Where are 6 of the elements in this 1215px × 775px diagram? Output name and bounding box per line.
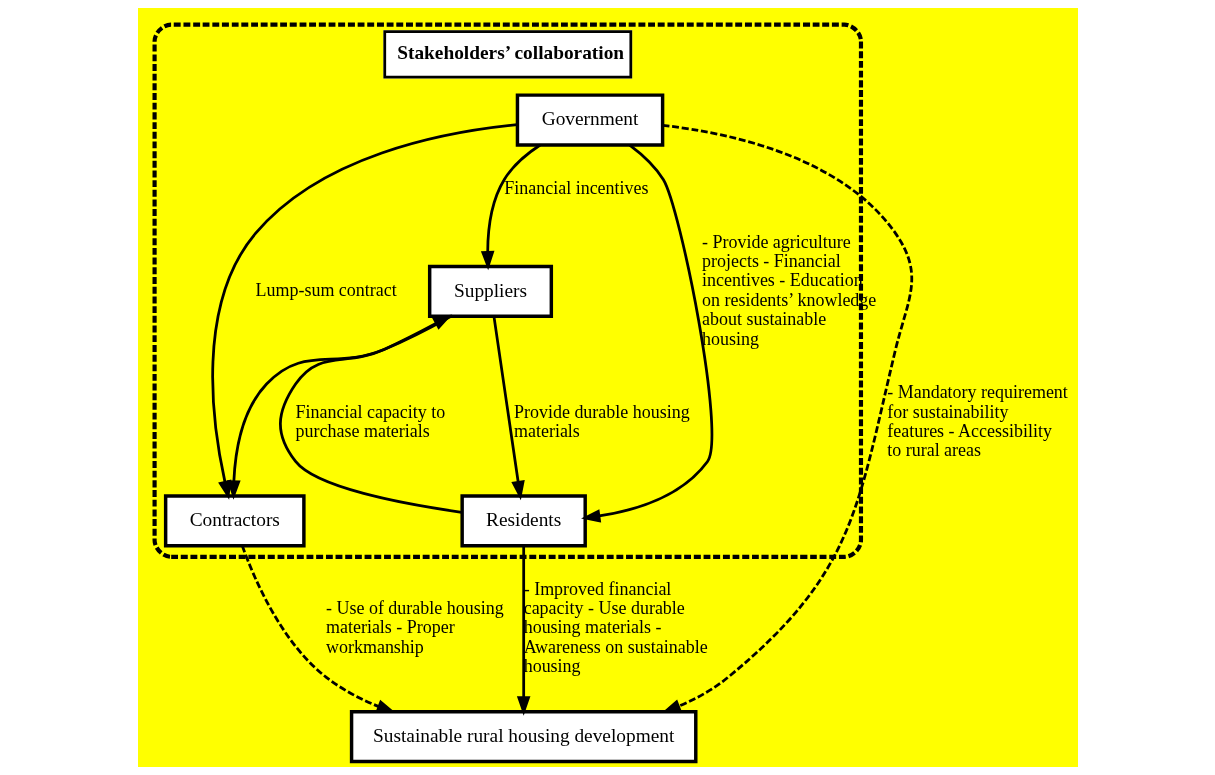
edge-label: - Mandatory requirement for sustainability features - Accessibility to rural areas — [886, 382, 1068, 461]
edge-label: Provide durable housing materials — [513, 401, 690, 442]
edge-label: Lump-sum contract — [255, 280, 397, 301]
edge-label: - Use of durable housing materials - Proper workmanship — [325, 598, 504, 657]
edge-label: Financial capacity to purchase materials — [295, 401, 445, 442]
edge-label: Financial incentives — [503, 177, 649, 198]
